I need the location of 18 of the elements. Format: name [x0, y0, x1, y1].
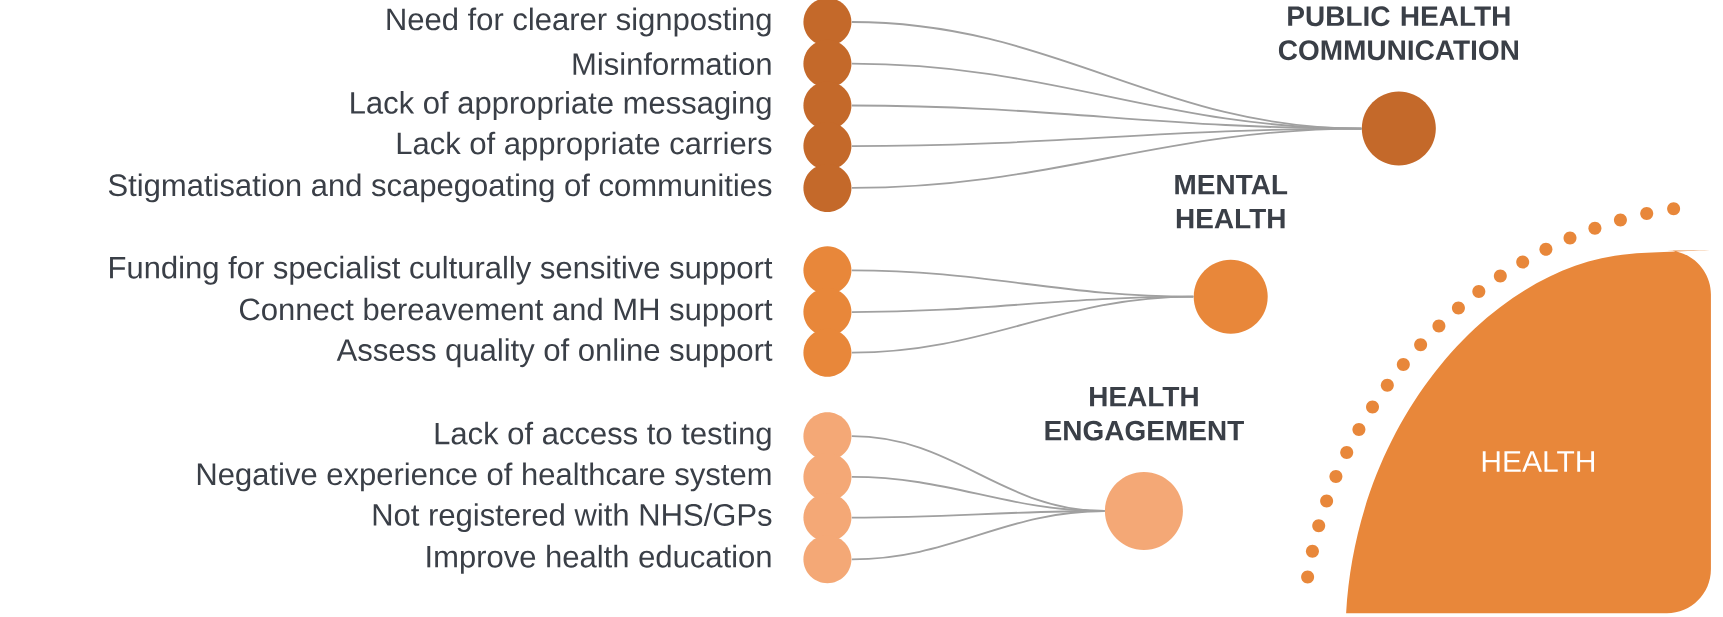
node-label: Improve health education — [427, 544, 771, 574]
connector-line — [850, 295, 1195, 354]
node-label: HEALTH ENGAGEMENT — [1045, 387, 1244, 441]
node-label: Not registered with NHS/GPs — [373, 503, 772, 533]
node-label: Need for clearer signposting — [387, 7, 771, 37]
node-label: PUBLIC HEALTH COMMUNICATION — [1278, 6, 1518, 61]
node-label: Assess quality of online support — [336, 338, 773, 368]
node-label: Funding for specialist culturally sensitive support — [110, 255, 773, 285]
node-label: Misinformation — [573, 52, 771, 76]
node-label: Connect bereavement and MH support — [239, 297, 773, 327]
connector-line — [850, 510, 1106, 561]
node-label: Negative experience of healthcare system — [197, 462, 771, 492]
connector-line — [850, 127, 1363, 189]
node-label: MENTAL HEALTH — [1175, 174, 1288, 229]
node-label: Lack of access to testing — [435, 421, 771, 451]
node-label: Lack of appropriate messaging — [351, 91, 771, 120]
node-label: Stigmatisation and scapegoating of communities — [108, 173, 772, 203]
node-label: Lack of appropriate carriers — [397, 131, 772, 161]
